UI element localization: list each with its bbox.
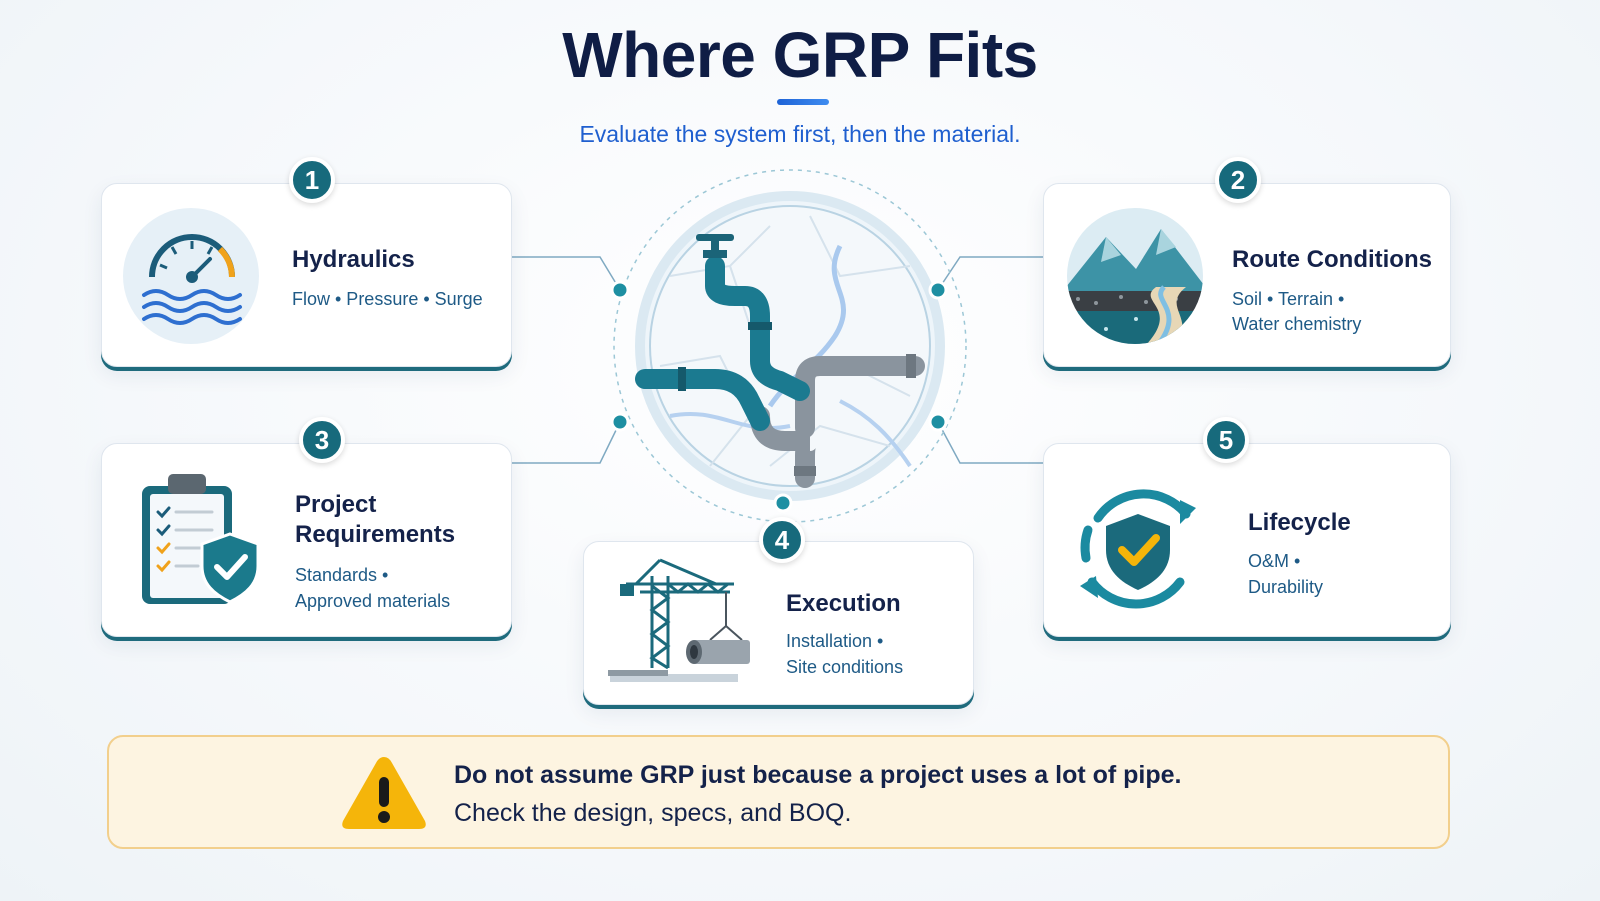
step-card-execution: Execution Installation • Site conditions: [583, 541, 974, 705]
step-card-lifecycle: Lifecycle O&M • Durability: [1043, 443, 1451, 637]
pipe-network-map-icon: [610, 169, 967, 523]
step-description-line1: Soil • Terrain •: [1232, 289, 1345, 309]
cycle-shield-icon: [1068, 478, 1208, 623]
step-card-hydraulics: Hydraulics Flow • Pressure • Surge: [101, 183, 512, 367]
gauge-water-icon: [122, 207, 260, 350]
step-number-badge: 5: [1203, 417, 1249, 463]
step-title-line1: Project: [295, 491, 377, 518]
step-card-project-requirements: Project Requirements Standards • Approve…: [101, 443, 512, 637]
terrain-icon: [1066, 207, 1204, 350]
warning-callout: Do not assume GRP just because a project…: [107, 735, 1450, 849]
step-description: Flow • Pressure • Surge: [292, 289, 483, 309]
center-illustration: [610, 166, 970, 526]
step-number-badge: 3: [299, 417, 345, 463]
warning-headline: Do not assume GRP just because a project…: [454, 761, 1182, 789]
step-description-line1: Installation •: [786, 631, 884, 651]
step-number-badge: 2: [1215, 157, 1261, 203]
step-title: Hydraulics: [292, 246, 415, 273]
step-description-line1: Standards •: [295, 565, 389, 585]
step-title-line2: Requirements: [295, 521, 456, 548]
step-description-line2: Durability: [1248, 577, 1324, 597]
warning-triangle-icon: [339, 753, 429, 838]
clipboard-shield-icon: [136, 468, 266, 618]
step-title: Execution: [786, 590, 901, 617]
page-title: Where GRP Fits: [562, 19, 1038, 91]
step-card-route-conditions: Route Conditions Soil • Terrain • Water …: [1043, 183, 1451, 367]
step-description-line1: O&M •: [1248, 551, 1301, 571]
step-number-badge: 4: [759, 517, 805, 563]
step-title: Route Conditions: [1232, 246, 1432, 273]
step-description-line2: Site conditions: [786, 657, 904, 677]
warning-detail: Check the design, specs, and BOQ.: [454, 799, 852, 827]
step-number-badge: 1: [289, 157, 335, 203]
crane-pipe-icon: [606, 556, 756, 693]
step-description-line2: Approved materials: [295, 591, 451, 611]
title-underline: [777, 99, 829, 105]
page-subtitle: Evaluate the system first, then the mate…: [579, 121, 1021, 147]
step-title: Lifecycle: [1248, 509, 1351, 536]
step-description-line2: Water chemistry: [1232, 314, 1362, 334]
